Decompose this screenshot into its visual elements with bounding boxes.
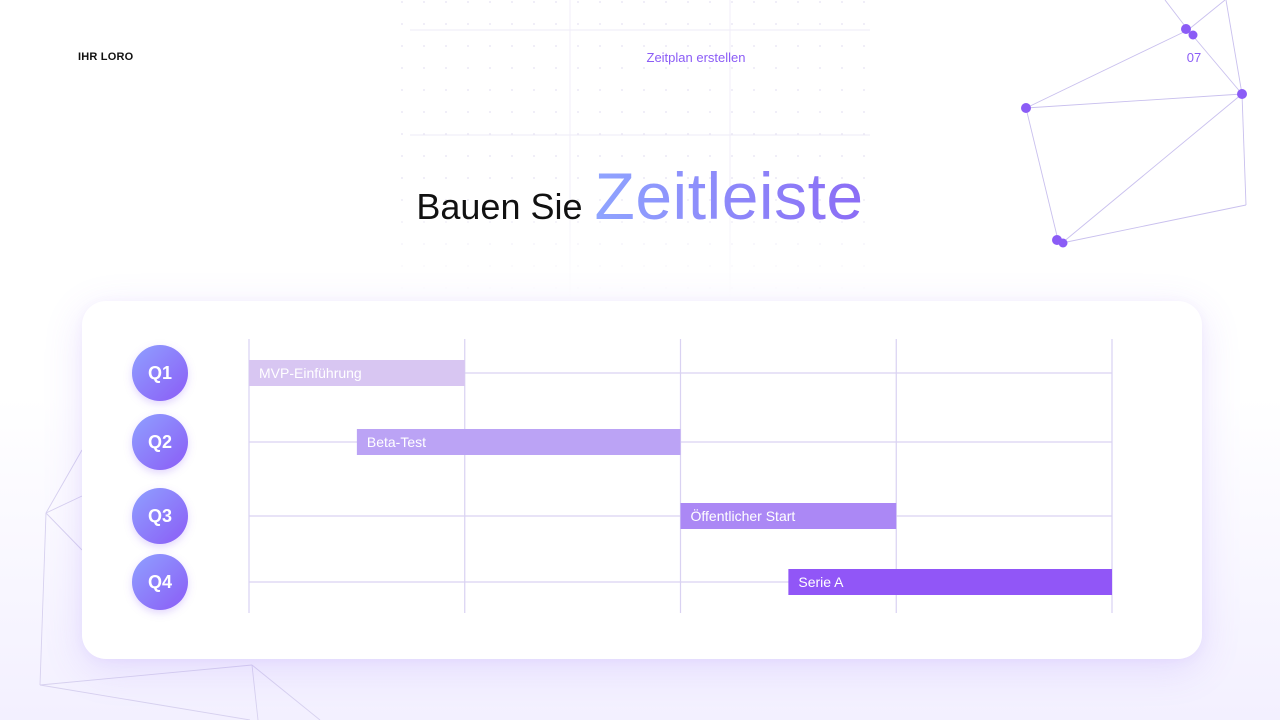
quarter-badge bbox=[132, 488, 188, 544]
quarter-badge bbox=[132, 414, 188, 470]
timeline-bar bbox=[788, 569, 1112, 595]
brand-label: IHR LORO bbox=[78, 51, 134, 63]
quarter-badge-label: Q1 bbox=[148, 363, 172, 383]
timeline-bar-label: MVP-Einführung bbox=[259, 365, 362, 381]
section-title: Zeitplan erstellen bbox=[646, 50, 746, 65]
timeline-bar bbox=[249, 360, 465, 386]
timeline-bar bbox=[680, 503, 897, 529]
page-headline: Bauen Sie Zeitleiste bbox=[0, 158, 1280, 248]
quarter-badge bbox=[132, 345, 188, 401]
timeline-bar-label: Serie A bbox=[798, 574, 844, 590]
timeline-bar bbox=[356, 429, 681, 455]
quarter-badge-label: Q3 bbox=[148, 506, 172, 526]
background-grid bbox=[400, 0, 880, 300]
headline-plain: Bauen Sie bbox=[416, 186, 583, 227]
timeline-bar-label: Beta-Test bbox=[367, 434, 426, 450]
quarter-badge-label: Q4 bbox=[148, 572, 172, 592]
timeline-bar-label: Öffentlicher Start bbox=[691, 507, 796, 524]
quarter-badge bbox=[132, 554, 188, 610]
page-number: 07 bbox=[1186, 50, 1202, 65]
headline-accent: Zeitleiste bbox=[594, 159, 864, 233]
quarter-badge-label: Q2 bbox=[148, 432, 172, 452]
